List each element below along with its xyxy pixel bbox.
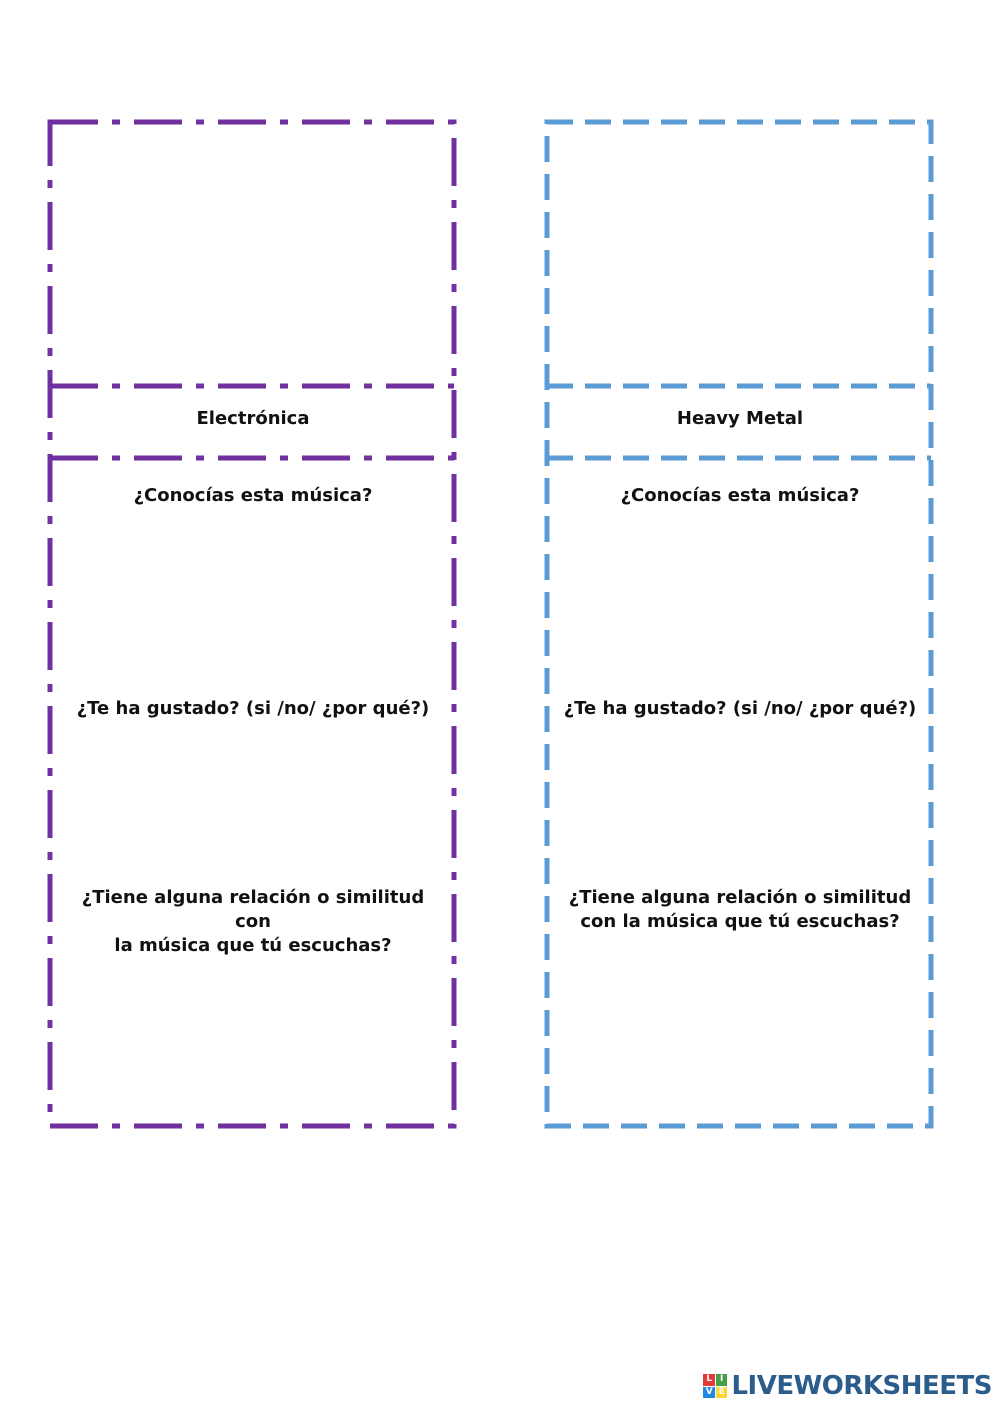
logo-letter-i: I: [715, 1374, 728, 1386]
question-relation: ¿Tiene alguna relación o similitud con l…: [50, 886, 456, 958]
genre-card-heavy-metal: Heavy Metal ¿Conocías esta música? ¿Te h…: [544, 119, 934, 1129]
question-relation-line-1: ¿Tiene alguna relación o similitud: [568, 887, 912, 908]
logo-letter-v: V: [703, 1386, 715, 1398]
question-relation-line-2: la música que tú escuchas?: [114, 935, 392, 956]
liveworksheets-logo: L I V E LIVEWORKSHEETS: [703, 1371, 992, 1401]
logo-letter-l: L: [703, 1374, 715, 1386]
question-knew-music: ¿Conocías esta música?: [620, 485, 860, 506]
brand-wordmark: LIVEWORKSHEETS: [731, 1371, 992, 1401]
genre-title: Heavy Metal: [676, 408, 804, 429]
genre-title: Electrónica: [196, 408, 310, 429]
liveworksheets-logo-icon: L I V E: [703, 1374, 728, 1398]
question-liked-it: ¿Te ha gustado? (si /no/ ¿por qué?): [563, 698, 917, 719]
question-relation-line-1: ¿Tiene alguna relación o similitud con: [81, 887, 425, 932]
question-knew-music: ¿Conocías esta música?: [133, 485, 373, 506]
card-border: [47, 119, 457, 1129]
card-border: [544, 119, 934, 1129]
question-relation-line-2: con la música que tú escuchas?: [580, 911, 900, 932]
genre-card-electronica: Electrónica ¿Conocías esta música? ¿Te h…: [47, 119, 457, 1129]
question-relation: ¿Tiene alguna relación o similitud con l…: [547, 886, 933, 934]
logo-letter-e: E: [715, 1386, 728, 1398]
question-liked-it: ¿Te ha gustado? (si /no/ ¿por qué?): [76, 698, 430, 719]
